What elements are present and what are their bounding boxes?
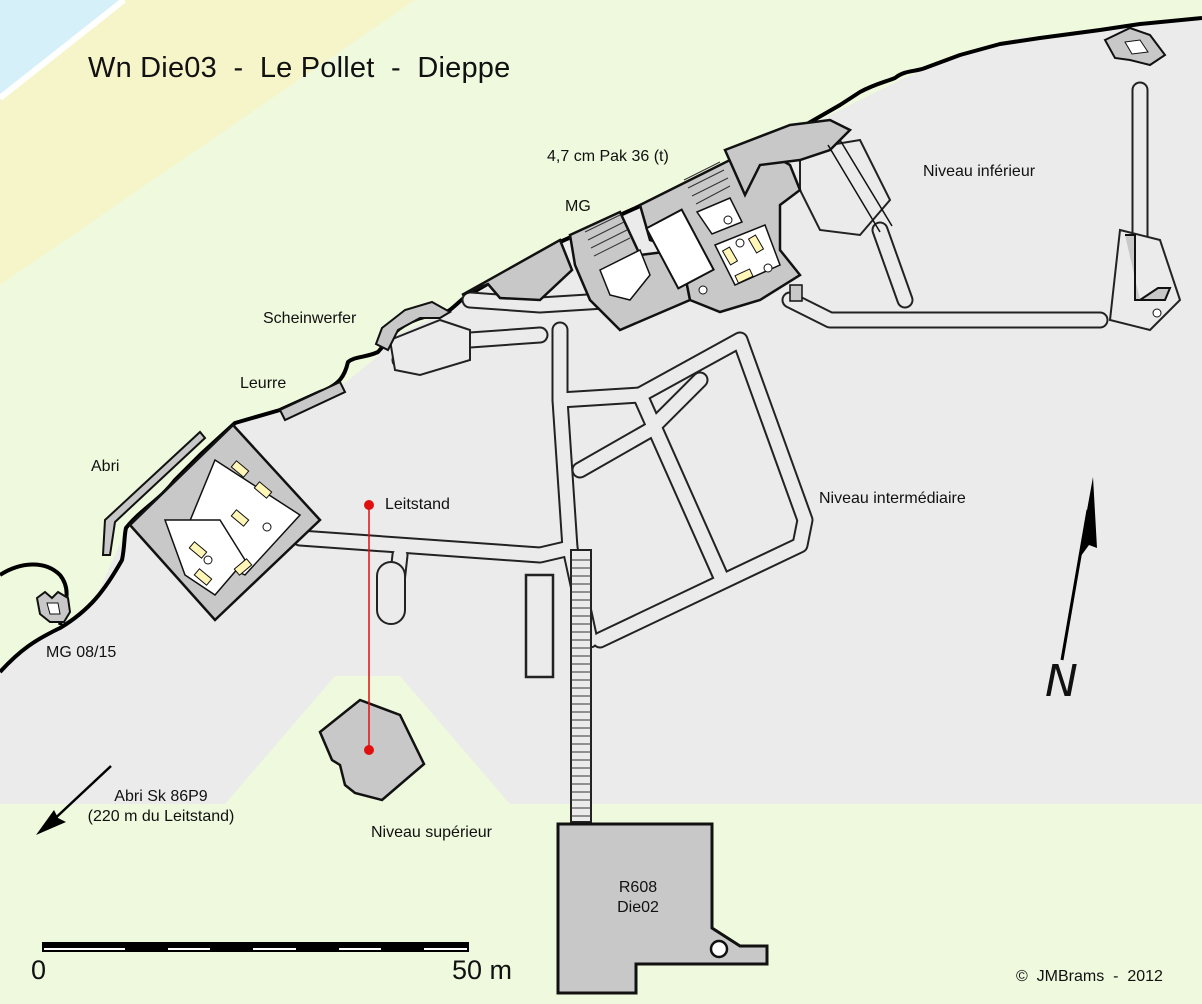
gun-battery [461, 118, 893, 332]
label-mg: MG [565, 198, 591, 215]
leitstand-marker-bottom [364, 745, 374, 755]
label-r608-line1: R608 [618, 879, 658, 896]
plateau-area [0, 18, 1202, 804]
staircase [570, 549, 592, 823]
coastline [0, 16, 1202, 674]
scale-end-label: 50 m [452, 955, 513, 985]
north-label: N [1045, 656, 1078, 707]
label-leurre: Leurre [240, 375, 287, 392]
label-abri-sk: Abri Sk 86P9 (220 m du Leitstand) [76, 787, 246, 827]
abri-sk-arrow [36, 765, 112, 835]
label-niveau-inferieur: Niveau inférieur [923, 163, 1036, 180]
ne-observation-post [1103, 26, 1172, 318]
label-niveau-superieur: Niveau supérieur [371, 824, 492, 841]
label-pak: 4,7 cm Pak 36 (t) [547, 148, 669, 165]
abri-bunker [101, 423, 322, 622]
label-abri-sk-line2: (220 m du Leitstand) [87, 808, 235, 825]
map-title: Wn Die03 - Le Pollet - Dieppe [88, 52, 511, 84]
label-abri: Abri [91, 458, 120, 475]
label-r608: R608 Die02 [600, 878, 676, 918]
leurre-structure [278, 380, 347, 422]
label-leitstand: Leitstand [385, 496, 450, 513]
long-shelter [524, 573, 555, 679]
footpaths [291, 81, 1149, 649]
label-niveau-intermediaire: Niveau intermédiaire [819, 490, 966, 507]
label-abri-sk-line1: Abri Sk 86P9 [114, 788, 208, 805]
east-platform [1108, 228, 1182, 332]
copyright-text: © JMBrams - 2012 [1016, 968, 1163, 985]
north-arrow [1060, 477, 1097, 661]
scheinwerfer-platform [388, 318, 471, 377]
lower-left-wedge [0, 804, 200, 946]
scale-start-label: 0 [31, 955, 47, 985]
water-tank [376, 561, 406, 625]
beach-edge [0, 0, 126, 101]
scheinwerfer-structure [374, 300, 452, 352]
leitstand-marker-top [364, 500, 374, 510]
scale-bar [42, 942, 469, 952]
label-r608-line2: Die02 [617, 899, 659, 916]
r608-hatch [709, 939, 729, 959]
beach-area [0, 0, 415, 285]
mg0815-inner [46, 602, 61, 615]
label-mg0815: MG 08/15 [46, 644, 117, 661]
label-scheinwerfer: Scheinwerfer [263, 310, 357, 327]
